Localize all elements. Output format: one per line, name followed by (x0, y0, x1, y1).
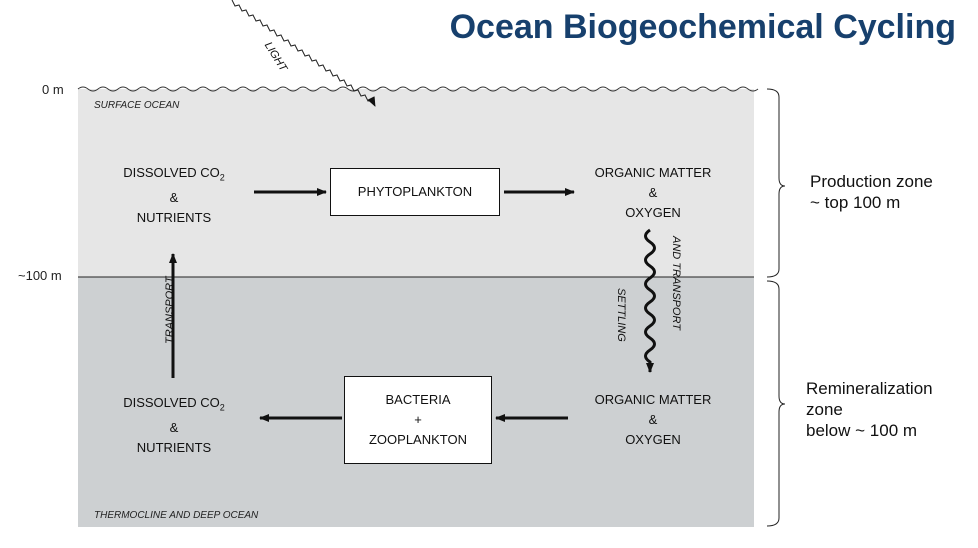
remineralization-zone-label: Remineralization zone below ~ 100 m (806, 379, 933, 440)
light-ray (231, 0, 376, 107)
phytoplankton-box: PHYTOPLANKTON (330, 168, 500, 216)
production-zone-bracket (766, 88, 786, 278)
organic-matter-oxygen-top: ORGANIC MATTER & OXYGEN (594, 165, 712, 220)
organic-matter-oxygen-bottom: ORGANIC MATTER & OXYGEN (594, 392, 712, 447)
surface-ocean-label: SURFACE OCEAN (94, 100, 180, 111)
diagram-title: Ocean Biogeochemical Cycling (449, 8, 956, 46)
dissolved-co2-nutrients-top: DISSOLVED CO2 & NUTRIENTS (123, 165, 225, 225)
and-transport-label: AND TRANSPORT (670, 236, 682, 330)
remineralization-zone-bracket (766, 280, 786, 527)
depth-label-boundary: ~100 m (18, 268, 62, 283)
production-zone-label: Production zone ~ top 100 m (810, 172, 933, 212)
deep-ocean-label: THERMOCLINE AND DEEP OCEAN (94, 510, 259, 521)
dissolved-co2-nutrients-bottom: DISSOLVED CO2 & NUTRIENTS (123, 395, 225, 455)
depth-label-surface: 0 m (42, 82, 64, 97)
bacteria-zooplankton-box: BACTERIA + ZOOPLANKTON (344, 376, 492, 464)
arrow-settling (644, 228, 656, 373)
sea-surface-line (77, 86, 759, 92)
transport-label: TRANSPORT (164, 276, 176, 344)
settling-label: SETTLING (615, 288, 627, 342)
